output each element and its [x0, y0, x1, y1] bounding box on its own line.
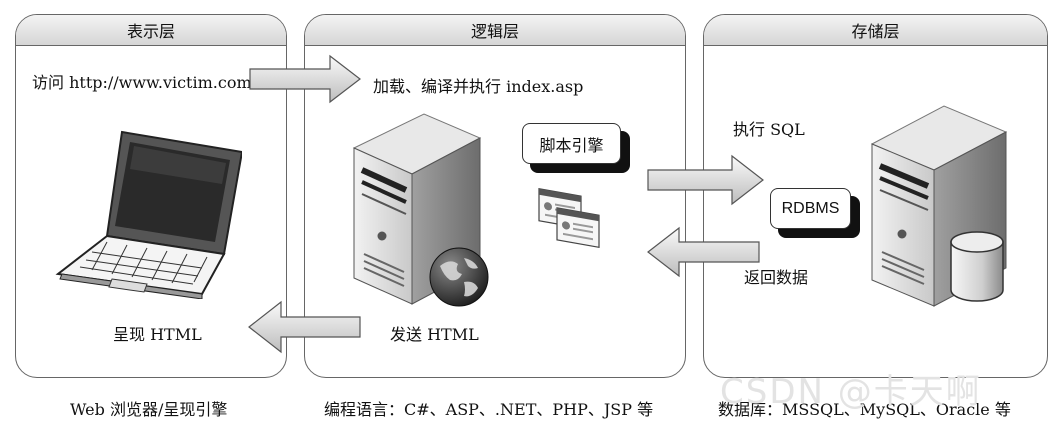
- arrow-left-icon: [647, 226, 760, 278]
- execute-sql-label: 执行 SQL: [733, 120, 805, 139]
- presentation-panel: 表示层: [15, 14, 287, 378]
- arrow-right-icon: [249, 54, 361, 104]
- storage-panel-title: 存储层: [704, 15, 1047, 46]
- logic-caption: 编程语言：C#、ASP、.NET、PHP、JSP 等: [324, 400, 654, 419]
- globe-icon: [429, 247, 489, 307]
- laptop-icon: [55, 130, 242, 299]
- return-data-label: 返回数据: [744, 268, 809, 287]
- render-html-label: 呈现 HTML: [113, 325, 202, 344]
- arrow-left-icon: [248, 300, 361, 354]
- presentation-caption: Web 浏览器/呈现引擎: [70, 400, 228, 419]
- logic-panel-title: 逻辑层: [305, 15, 685, 46]
- watermark: CSDN @卡天啊: [720, 372, 982, 412]
- storage-caption: 数据库：MSSQL、MySQL、Oracle 等: [718, 400, 1011, 419]
- script-engine-label: 脚本引擎: [522, 123, 621, 164]
- script-engine-box: 脚本引擎: [522, 123, 632, 175]
- rdbms-box: RDBMS: [770, 188, 862, 240]
- arrow-right-icon: [647, 154, 764, 206]
- visit-label: 访问 http://www.victim.com: [32, 73, 252, 92]
- presentation-panel-title: 表示层: [16, 15, 286, 46]
- rdbms-label: RDBMS: [770, 188, 851, 229]
- browser-window-icon: [538, 187, 600, 248]
- database-cylinder-icon: [950, 231, 1004, 302]
- send-html-label: 发送 HTML: [390, 325, 479, 344]
- load-label: 加载、编译并执行 index.asp: [373, 77, 584, 96]
